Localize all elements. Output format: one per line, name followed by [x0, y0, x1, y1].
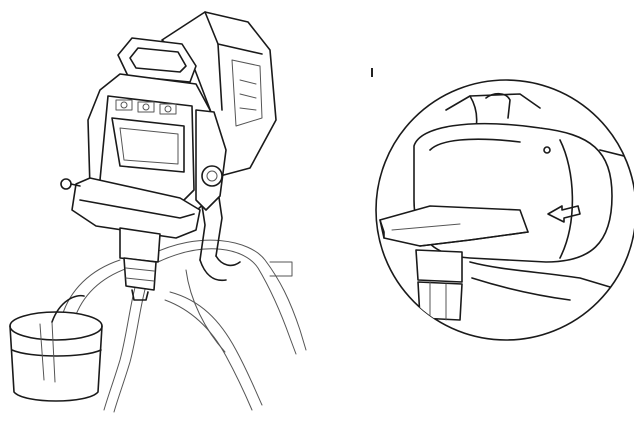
pump-shroud	[60, 177, 201, 239]
fluid-pump	[119, 227, 161, 301]
side-panel	[195, 109, 227, 211]
motor-housing	[161, 11, 277, 177]
callout-marker	[371, 68, 373, 77]
paint-bucket	[9, 294, 103, 402]
direction-arrow-icon	[547, 205, 581, 223]
suction-hose	[61, 239, 307, 413]
